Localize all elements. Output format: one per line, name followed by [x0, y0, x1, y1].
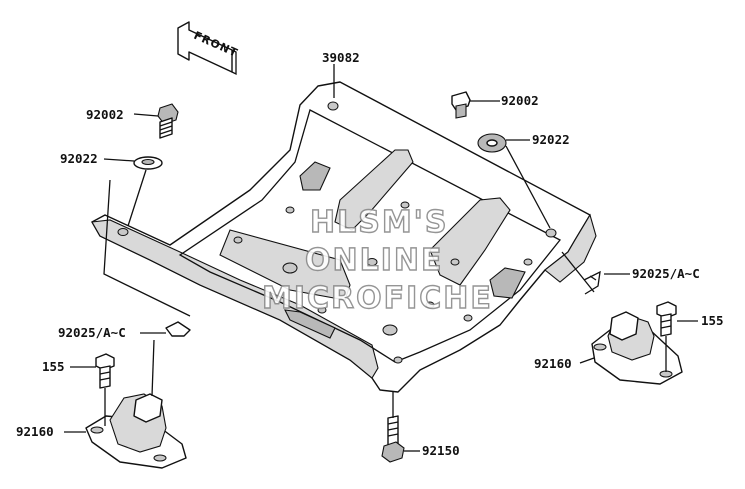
label-bolt-bottom: 92150: [422, 443, 460, 458]
clip-right: [583, 270, 601, 295]
nut-left: [95, 353, 115, 389]
bolt-bottom: [381, 415, 405, 463]
label-mount-left: 92160: [16, 424, 54, 439]
label-clip-left: 92025/A~C: [58, 325, 126, 340]
label-washer-right: 92022: [532, 132, 570, 147]
front-arrow: FRONT: [177, 21, 240, 76]
washer-left: [133, 156, 163, 170]
skid-plate-drawing: [91, 81, 597, 393]
watermark-line2: ONLINE: [305, 243, 444, 278]
part-labels: 39082 92002 92022 92002 92022 92025/A~C …: [16, 50, 724, 458]
mount-right: [591, 311, 683, 385]
label-mount-right: 92160: [534, 356, 572, 371]
label-nut-right: 155: [701, 313, 724, 328]
label-skid-plate: 39082: [322, 50, 360, 65]
clip-left: [165, 321, 191, 337]
label-clip-right: 92025/A~C: [632, 266, 700, 281]
leader-lines: [64, 64, 698, 452]
label-bolt-left: 92002: [86, 107, 124, 122]
watermark-line1: HLSM'S: [310, 205, 448, 240]
label-bolt-right: 92002: [501, 93, 539, 108]
bolt-right: [451, 91, 471, 119]
watermark-line3: MICROFICHE: [262, 281, 493, 316]
bolt-left: [157, 103, 179, 139]
washer-right: [477, 133, 507, 153]
watermark: HLSM'S ONLINE MICROFICHE: [261, 204, 493, 316]
mount-left: [85, 393, 187, 469]
nut-right: [656, 301, 677, 337]
label-nut-left: 155: [42, 359, 65, 374]
label-washer-left: 92022: [60, 151, 98, 166]
